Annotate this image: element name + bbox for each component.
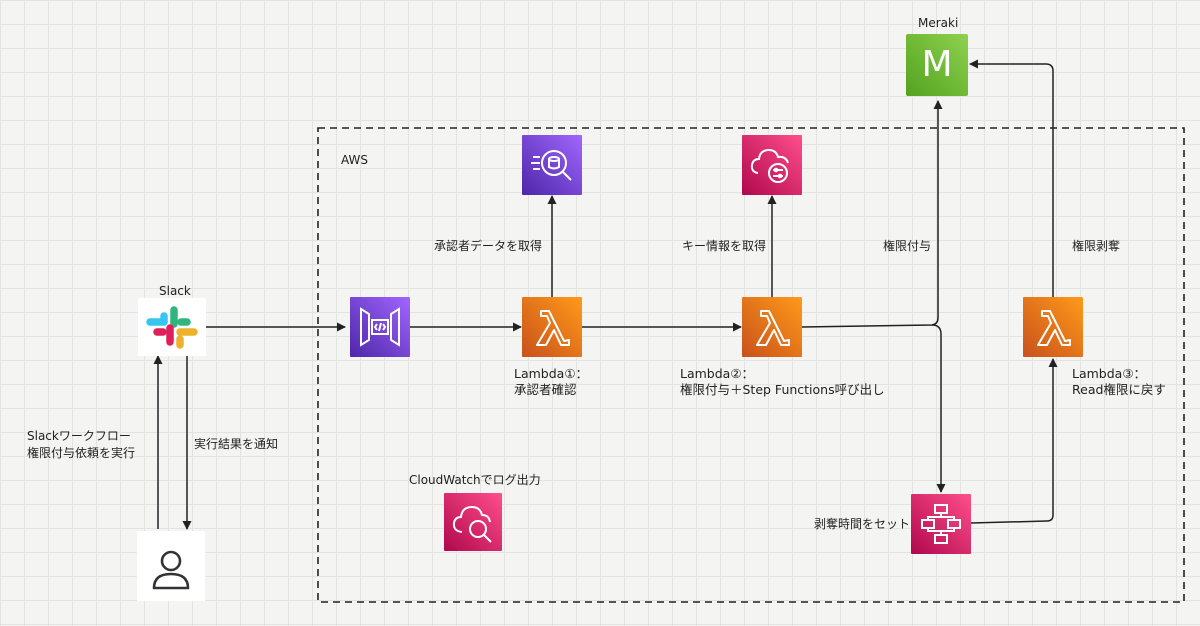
- cloudwatch-label: CloudWatchでログ出力: [409, 473, 541, 487]
- approver-data-icon: [522, 135, 582, 195]
- api-gateway-icon: [350, 297, 410, 357]
- set-time-label: 剥奪時間をセット: [814, 517, 911, 531]
- cloudwatch-icon: [444, 493, 502, 551]
- arrow-lambda2-stepfunctions: [931, 324, 946, 493]
- lambda2-label-line2: 権限付与＋Step Functions呼び出し: [680, 382, 885, 397]
- key-info-icon: [742, 135, 802, 195]
- lambda2-label-line1: Lambda②：: [680, 366, 755, 381]
- slack-logo: [138, 298, 206, 356]
- lambda3-label-line2: Read権限に戻す: [1072, 382, 1166, 397]
- grant-label: 権限付与: [883, 239, 932, 253]
- lambda2-icon: [742, 297, 802, 357]
- slack-label: Slack: [159, 284, 191, 298]
- user-box: [137, 531, 205, 601]
- workflow-label-line2: 権限付与依頼を実行: [27, 446, 136, 460]
- arrow-lambda2-meraki: [801, 100, 943, 328]
- aws-group-border: [317, 127, 1185, 603]
- user-icon: [152, 550, 190, 590]
- meraki-label: Meraki: [918, 16, 959, 30]
- arrow-lambda3-meraki: [969, 59, 1054, 297]
- aws-group-label: AWS: [341, 153, 369, 167]
- meraki-letter: M: [921, 44, 953, 85]
- lambda1-label-line1: Lambda①：: [514, 366, 589, 381]
- get-key-label: キー情報を取得: [682, 239, 767, 253]
- slack-icon: [146, 306, 198, 349]
- lambda1-icon: [522, 297, 582, 357]
- revoke-label: 権限剥奪: [1072, 239, 1121, 253]
- get-approver-label: 承認者データを取得: [434, 239, 543, 253]
- lambda3-label-line1: Lambda③：: [1072, 366, 1147, 381]
- lambda1-label-line2: 承認者確認: [514, 382, 577, 397]
- arrow-stepfunctions-lambda3: [970, 358, 1058, 524]
- step-functions-icon: [911, 494, 971, 554]
- workflow-label-line1: Slackワークフロー: [27, 429, 131, 443]
- lambda3-icon: [1023, 297, 1083, 357]
- notify-label: 実行結果を通知: [194, 437, 279, 451]
- meraki-icon: M: [906, 34, 968, 96]
